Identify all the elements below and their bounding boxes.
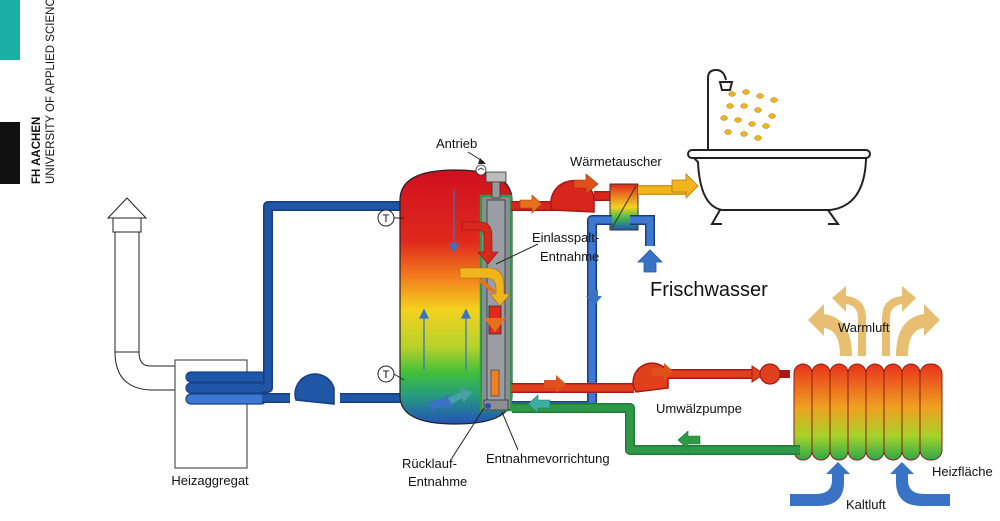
hot-flow-arrow xyxy=(573,173,599,195)
tank-bottom-arrows xyxy=(430,388,472,410)
warm-air-arrows xyxy=(808,286,940,356)
label-heizaggregat: Heizaggregat xyxy=(171,473,249,488)
circulation-pump xyxy=(632,362,669,393)
label-kaltluft: Kaltluft xyxy=(846,497,886,512)
fresh-water-arrow xyxy=(637,249,663,273)
brand-accent-bar xyxy=(0,0,20,60)
label-antrieb: Antrieb xyxy=(436,136,477,151)
label-einlasspalt-2: Entnahme xyxy=(540,249,599,264)
cold-air-arrows xyxy=(790,462,950,506)
return-arrow-2 xyxy=(527,394,551,414)
label-einlasspalt-1: Einlasspalt- xyxy=(532,230,599,245)
fresh-water-pipe xyxy=(630,215,655,246)
heating-loop-pipes-fill xyxy=(262,202,405,402)
label-waermetauscher: Wärmetauscher xyxy=(570,154,662,169)
label-frischwasser: Frischwasser xyxy=(650,279,768,301)
leader-entnahmevorrichtung xyxy=(501,411,519,451)
temperature-sensor-top: T xyxy=(377,209,404,227)
supply-arrow-2 xyxy=(652,363,674,381)
hot-water-pump xyxy=(550,180,595,213)
exchanger-return-pipe xyxy=(512,215,612,411)
return-arrow-1 xyxy=(677,430,701,450)
radiator-return-pipe xyxy=(512,403,800,455)
radiator-supply-pipe xyxy=(511,369,752,393)
svg-text:T: T xyxy=(383,213,390,225)
temperature-sensor-bottom: T xyxy=(377,365,405,383)
warm-water-pipe xyxy=(638,173,699,199)
label-ruecklauf-2: Entnahme xyxy=(408,474,467,489)
leader-ruecklauf xyxy=(451,407,485,459)
water-drops xyxy=(720,89,778,141)
hot-outlet-arrow xyxy=(519,194,543,214)
label-entnahmevorrichtung: Entnahmevorrichtung xyxy=(486,451,610,466)
shower-head xyxy=(707,68,734,150)
label-ruecklauf-1: Rücklauf- xyxy=(402,456,457,471)
leader-einlasspalt xyxy=(495,243,539,265)
radiator xyxy=(793,363,943,461)
supply-arrow-1 xyxy=(544,375,566,393)
brand-black-bar xyxy=(0,122,20,184)
tank-flow-arrows xyxy=(418,190,472,370)
label-umwaelzpumpe: Umwälzpumpe xyxy=(656,401,742,416)
org-subtitle: UNIVERSITY OF APPLIED SCIENCES xyxy=(45,0,57,184)
heater-coils xyxy=(185,371,267,405)
heating-pump xyxy=(294,373,335,405)
internal-inlet-arrows xyxy=(459,221,511,307)
drive-motor xyxy=(475,164,507,199)
radiator-valve xyxy=(751,363,790,385)
svg-text:T: T xyxy=(383,369,390,381)
chimney xyxy=(106,197,179,391)
bathtub xyxy=(687,149,871,225)
org-name: FH AACHEN xyxy=(31,117,43,184)
return-flow-arrow xyxy=(586,290,602,306)
label-heizflaeche: Heizfläche xyxy=(932,464,993,479)
label-warmluft: Warmluft xyxy=(838,320,890,335)
